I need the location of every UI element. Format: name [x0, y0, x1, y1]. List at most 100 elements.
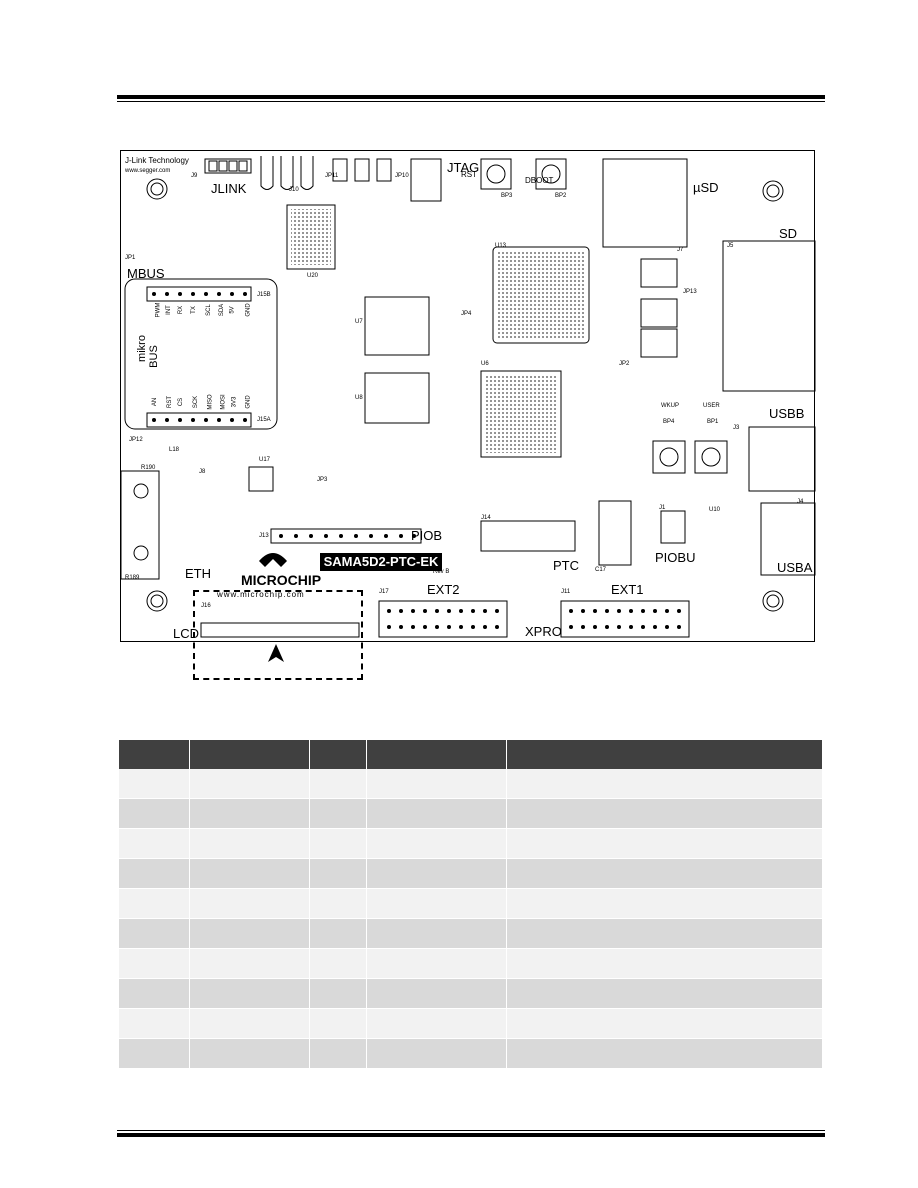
data-table	[119, 740, 823, 1069]
table-header-cell	[119, 740, 190, 769]
mikrobus-pin: MISO	[207, 394, 214, 410]
designator-j9: J9	[191, 173, 198, 179]
designator-u7: U7	[355, 319, 363, 325]
ext1-label: EXT1	[611, 582, 644, 597]
designator-u10: U10	[709, 507, 721, 513]
table-row	[119, 888, 823, 919]
sd-label: SD	[779, 226, 798, 241]
piobu-label: PIOBU	[655, 550, 696, 565]
segger-line1: J-Link Technology	[125, 156, 189, 165]
mikrobus-pin: 5V	[229, 306, 236, 314]
table-row	[119, 858, 823, 889]
eth-label: ETH	[185, 566, 211, 581]
designator-jp4: JP4	[461, 311, 472, 317]
board-drawing	[121, 156, 816, 638]
mikrobus-pin: GND	[245, 395, 252, 409]
table-row	[119, 948, 823, 979]
designator-l18: L18	[169, 447, 180, 453]
footer-rule-thick	[117, 1133, 825, 1137]
mikrobus-pin: INT	[165, 305, 172, 315]
usba-label: USBA	[777, 560, 813, 575]
designator-j7: J7	[677, 247, 684, 253]
designator-jp1: JP1	[125, 255, 136, 261]
footer-rule-thin	[117, 1130, 825, 1131]
ptc-label: PTC	[553, 558, 579, 573]
mikrobus-pin: SCK	[193, 395, 200, 409]
segger-line2: www.segger.com	[125, 168, 171, 174]
designator-j16: J16	[201, 603, 211, 609]
designator-j15b: J15B	[257, 292, 271, 298]
mikrobus-bottom-pins: AN RST CS SCK MISO MOSI 3V3 GND	[147, 394, 252, 415]
mikrobus-pin: SDA	[219, 303, 226, 317]
designator-j5: J5	[727, 243, 734, 249]
designator-jp13: JP13	[683, 289, 697, 295]
designator-j10: J10	[289, 187, 299, 193]
designator-r189: R189	[125, 575, 140, 581]
mikrobus-pin: GND	[245, 303, 252, 317]
piob-label: PIOB	[411, 528, 443, 543]
designator-u6: U6	[481, 361, 489, 367]
designator-j8: J8	[199, 469, 206, 475]
designator-bp2: BP2	[555, 193, 567, 199]
lcd-outline	[193, 590, 363, 680]
designator-j11: J11	[561, 589, 571, 595]
mikrobus-pin: SCL	[205, 304, 212, 316]
designator-j17: J17	[379, 589, 389, 595]
table-row	[119, 1008, 823, 1039]
usd-label: µSD	[693, 180, 719, 195]
wkup-label: WKUP	[661, 403, 679, 409]
lcd-label: LCD	[173, 626, 200, 641]
dboot-label: DBOOT	[525, 176, 554, 185]
revision-label: Rev B	[433, 569, 450, 575]
table-row	[119, 769, 823, 799]
board-name: SAMA5D2-PTC-EK	[320, 553, 442, 571]
designator-jp12: JP12	[129, 437, 143, 443]
designator-r190: R190	[141, 465, 156, 471]
mikrobus-pin: MOSI	[220, 394, 227, 410]
designator-j13: J13	[259, 533, 269, 539]
microchip-brand: MICROCHIP	[241, 572, 322, 588]
designator-u17: U17	[259, 457, 271, 463]
table-header-cell	[506, 740, 822, 769]
mikrobus-pin: PWM	[155, 302, 162, 318]
designator-bp3: BP3	[501, 193, 513, 199]
designator-j4: J4	[797, 499, 804, 505]
designator-u13: U13	[495, 243, 507, 249]
lcd-arrow-icon	[268, 644, 284, 662]
designator-j3: J3	[733, 425, 740, 431]
header-rule-thick	[117, 95, 825, 99]
table-header-row	[119, 740, 822, 769]
mbus-label: MBUS	[127, 266, 165, 281]
designator-j1: J1	[659, 505, 666, 511]
designator-c17: C17	[595, 567, 607, 573]
mikrobus-top-pins: PWM INT RX TX SCL SDA 5V GND	[147, 303, 251, 323]
designator-jp10: JP10	[395, 173, 409, 179]
table-header-cell	[189, 740, 310, 769]
designator-j15a: J15A	[257, 417, 271, 423]
table-row	[119, 828, 823, 859]
mikrobus-pin: RST	[167, 396, 173, 408]
designator-u20: U20	[307, 273, 319, 279]
mikrobus-pin: RX	[178, 305, 185, 315]
designator-jp3: JP3	[317, 477, 328, 483]
xpro-label: XPRO	[525, 624, 562, 639]
bus-label: BUS	[147, 345, 160, 368]
designator-bp4: BP4	[663, 419, 675, 425]
designator-jp2: JP2	[619, 361, 630, 367]
user-label: USER	[703, 403, 720, 409]
mikrobus-pin: CS	[178, 397, 185, 407]
table-row	[119, 798, 823, 829]
mikrobus-pin: TX	[190, 306, 197, 314]
designator-j14: J14	[481, 515, 491, 521]
mikrobus-pin: AN	[152, 397, 159, 407]
rst-label: RST	[461, 170, 477, 179]
table-header-cell	[366, 740, 507, 769]
jtag-label: JTAG	[447, 160, 480, 175]
designator-jp11: JP11	[325, 173, 339, 179]
mikro-label: mikro	[135, 335, 148, 362]
usbb-label: USBB	[769, 406, 805, 421]
board-outline: J-Link Technology www.segger.com JLINK J…	[120, 150, 816, 642]
table-row	[119, 918, 823, 949]
header-rule-thin	[117, 101, 825, 102]
table-row	[119, 978, 823, 1009]
